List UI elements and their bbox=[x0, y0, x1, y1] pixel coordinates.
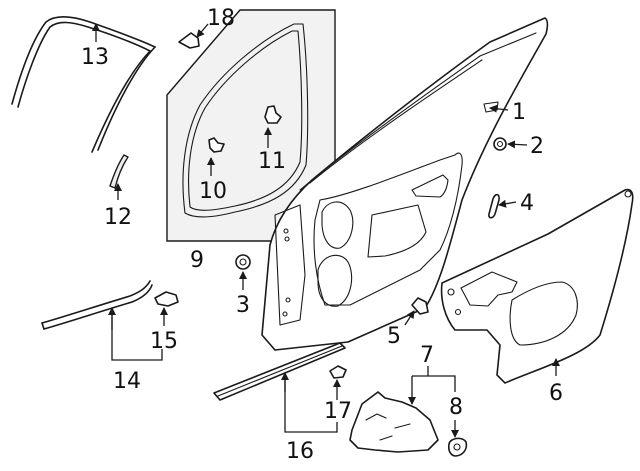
callout-18: 18 bbox=[207, 6, 235, 31]
callout-2: 2 bbox=[530, 134, 544, 159]
weatherstrip-kit-box-9 bbox=[166, 9, 336, 242]
grommet-part-2 bbox=[493, 137, 507, 151]
clip-part-18 bbox=[178, 32, 200, 49]
clip-part-11 bbox=[264, 105, 282, 124]
callout-16: 16 bbox=[286, 439, 314, 464]
callout-labels: 1 2 3 4 5 6 7 8 9 10 11 12 13 14 15 16 1… bbox=[81, 6, 563, 464]
callout-13: 13 bbox=[81, 45, 109, 70]
callout-5: 5 bbox=[387, 324, 401, 349]
fastener-part-8 bbox=[447, 437, 468, 457]
bracket-part-7 bbox=[349, 391, 439, 453]
sill-strip-part-16 bbox=[213, 342, 346, 401]
lower-weatherstrip-part-14 bbox=[41, 280, 153, 330]
leader-lines bbox=[92, 23, 560, 438]
callout-11: 11 bbox=[258, 149, 286, 174]
callout-15: 15 bbox=[150, 329, 178, 354]
plug-part-3 bbox=[235, 254, 251, 270]
callout-17: 17 bbox=[324, 399, 352, 424]
callout-10: 10 bbox=[199, 179, 227, 204]
clip-part-5 bbox=[411, 297, 429, 315]
callout-3: 3 bbox=[236, 293, 250, 318]
seal-part-4 bbox=[488, 193, 500, 219]
callout-1: 1 bbox=[512, 100, 526, 125]
clip-part-10 bbox=[208, 137, 225, 153]
callout-4: 4 bbox=[520, 191, 534, 216]
callout-9: 9 bbox=[190, 248, 204, 273]
division-trim-part-12 bbox=[109, 154, 129, 189]
callout-12: 12 bbox=[104, 205, 132, 230]
clip-part-15 bbox=[154, 291, 179, 307]
water-deflector-part-6 bbox=[440, 188, 634, 384]
clip-part-17 bbox=[329, 365, 347, 379]
callout-7: 7 bbox=[420, 343, 434, 368]
callout-8: 8 bbox=[449, 395, 463, 420]
callout-14: 14 bbox=[113, 369, 141, 394]
door-shell-part-1 bbox=[261, 17, 549, 351]
window-run-channel-part-13 bbox=[11, 15, 156, 153]
callout-6: 6 bbox=[549, 381, 563, 406]
